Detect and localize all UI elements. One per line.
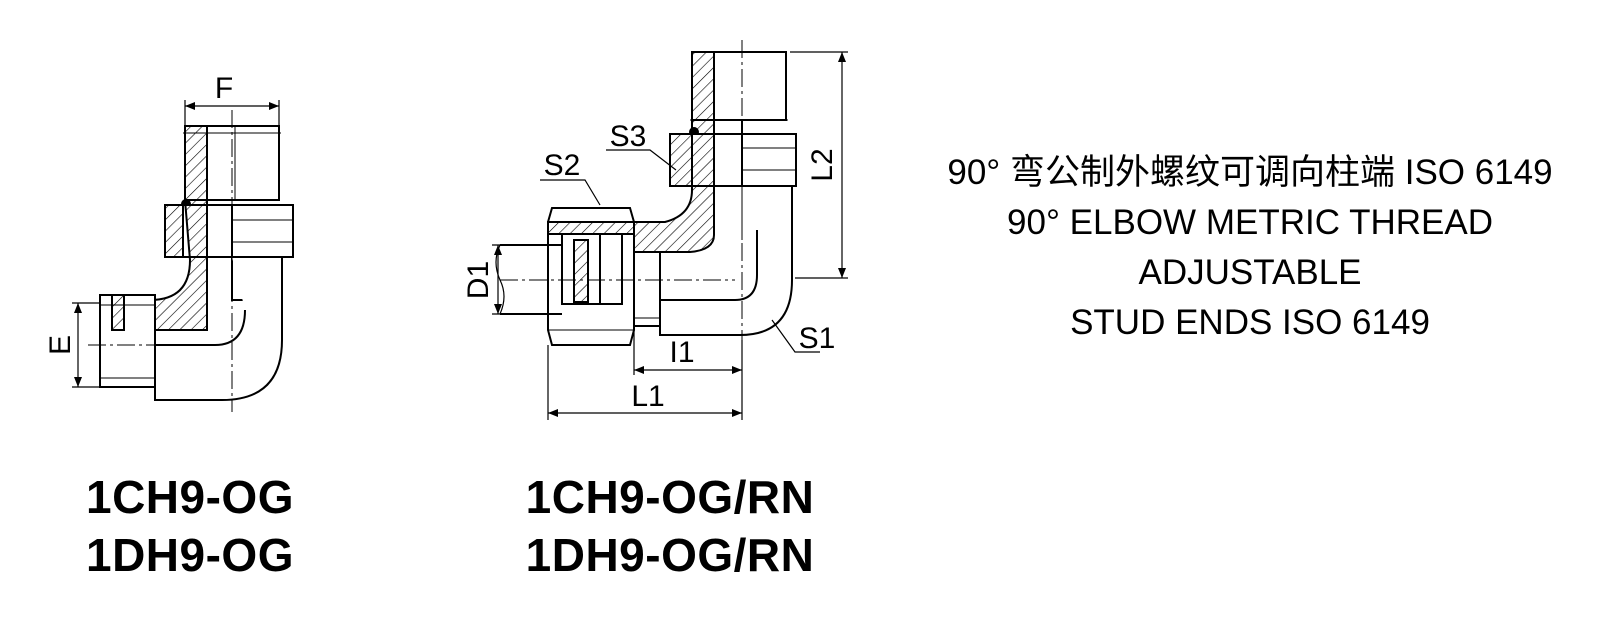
dimension-s1-label: S1 [799,322,836,355]
dimension-s2-label: S2 [544,149,581,182]
left-elbow-drawing [88,110,294,412]
description-line-stud-ends: STUD ENDS ISO 6149 [1070,303,1430,342]
right-dimension-lines [492,51,848,420]
part-number-1dh9-og: 1DH9-OG [86,529,294,581]
right-part-captions: 1CH9-OG/RN 1DH9-OG/RN [505,468,835,584]
dimension-l1-label: L1 [631,380,664,413]
left-dimension-lines [72,100,280,388]
dimension-f-label: F [215,72,233,105]
part-number-1ch9-og-rn: 1CH9-OG/RN [525,471,815,523]
dimension-l2-label: L2 [806,148,839,181]
dimension-i1-label: I1 [669,336,694,369]
product-description: 90° 弯公制外螺纹可调向柱端 ISO 6149 90° ELBOW METRI… [905,148,1595,348]
part-number-1ch9-og: 1CH9-OG [86,471,294,523]
left-part-captions: 1CH9-OG 1DH9-OG [70,468,310,584]
description-line-elbow: 90° ELBOW METRIC THREAD [1007,203,1493,242]
description-line-adjustable: ADJUSTABLE [1138,253,1362,292]
dimension-d1-label: D1 [462,261,495,299]
right-elbow-drawing [495,40,797,346]
description-line-chinese: 90° 弯公制外螺纹可调向柱端 ISO 6149 [947,153,1553,192]
dimension-e-label: E [44,335,77,355]
part-number-1dh9-og-rn: 1DH9-OG/RN [525,529,815,581]
dimension-s3-label: S3 [610,120,647,153]
